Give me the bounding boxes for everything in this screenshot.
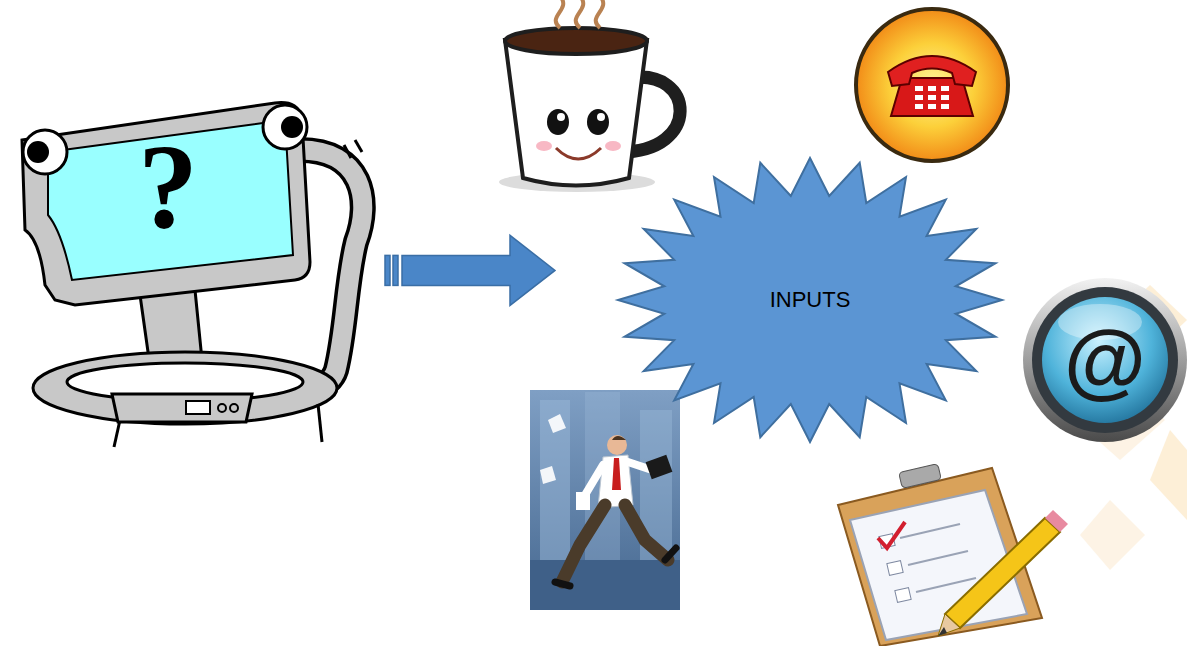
running-businessman — [530, 560, 680, 610]
starburst-label: INPUTS — [615, 155, 1005, 445]
coffee-cup — [556, 148, 601, 159]
clipboard-icon — [938, 614, 960, 636]
running-businessman — [576, 492, 590, 510]
running-businessman — [612, 458, 621, 490]
coffee-cup — [596, 0, 604, 28]
running-businessman — [530, 390, 680, 610]
phone-icon — [856, 9, 1008, 161]
watermark — [1150, 430, 1187, 520]
clipboard-icon — [878, 522, 905, 548]
email-button — [1023, 278, 1187, 442]
computer-monitor — [186, 401, 210, 414]
computer-monitor: ? — [10, 100, 375, 455]
phone-icon — [928, 95, 936, 100]
coffee-cup — [547, 109, 569, 135]
phone-icon — [941, 95, 949, 100]
email-button — [1032, 287, 1178, 433]
coffee-cup — [587, 109, 609, 135]
computer-monitor — [22, 103, 310, 305]
coffee-cup — [536, 141, 552, 151]
clipboard-icon — [945, 518, 1060, 628]
computer-monitor — [318, 404, 322, 442]
block-arrow — [402, 235, 555, 305]
running-businessman — [555, 582, 570, 586]
clipboard-icon — [838, 464, 1068, 646]
clipboard-icon — [938, 627, 947, 636]
coffee-cup — [605, 141, 621, 151]
clipboard-icon — [1045, 510, 1068, 532]
running-businessman — [540, 400, 570, 560]
arrow-stripe — [385, 255, 390, 285]
computer-monitor — [344, 145, 351, 158]
screen-symbol: ? — [98, 127, 238, 247]
running-businessman — [540, 466, 556, 484]
starburst-shape: INPUTS — [615, 155, 1005, 445]
email-button — [1023, 278, 1187, 442]
coffee-cup — [505, 40, 647, 186]
clipboard-icon — [916, 578, 976, 592]
clipboard-icon — [899, 464, 942, 489]
phone-icon — [928, 104, 936, 109]
phone-icon — [856, 9, 1008, 161]
phone-icon — [941, 86, 949, 91]
running-businessman — [530, 390, 680, 610]
computer-monitor — [218, 404, 226, 412]
computer-monitor — [48, 120, 293, 280]
running-businessman — [612, 436, 626, 440]
block-arrow — [385, 235, 555, 305]
running-businessman — [607, 435, 627, 455]
computer-monitor — [230, 404, 238, 412]
at-symbol: @ — [1045, 305, 1165, 415]
computer-monitor — [112, 394, 252, 422]
running-businessman — [625, 505, 668, 560]
computer-monitor — [23, 130, 67, 174]
computer-monitor — [263, 105, 307, 149]
clipboard-icon — [900, 524, 960, 538]
coffee-cup — [576, 0, 584, 28]
email-button — [1042, 297, 1168, 423]
coffee-cup — [557, 113, 565, 121]
phone-icon — [915, 104, 923, 109]
coffee-cup — [556, 0, 564, 28]
running-businessman — [548, 414, 566, 433]
coffee-cup — [597, 113, 605, 121]
clipboard-icon — [908, 551, 968, 565]
watermark — [1080, 500, 1145, 570]
phone-icon — [915, 95, 923, 100]
computer-monitor — [33, 352, 337, 424]
phone-icon — [915, 86, 923, 91]
running-businessman — [585, 465, 603, 495]
computer-monitor — [27, 141, 49, 163]
running-businessman — [665, 548, 676, 560]
phone-icon — [888, 56, 976, 86]
coffee-cup — [499, 0, 680, 192]
phone-icon — [928, 86, 936, 91]
running-businessman — [646, 455, 673, 479]
arrow-stripe — [393, 255, 398, 285]
running-businessman — [562, 505, 605, 582]
clipboard-icon — [895, 588, 911, 603]
computer-monitor — [281, 116, 303, 138]
phone-icon — [941, 104, 949, 109]
clipboard-icon — [887, 561, 903, 576]
computer-monitor — [355, 140, 362, 152]
coffee-cup — [505, 28, 647, 54]
computer-monitor — [114, 420, 120, 447]
